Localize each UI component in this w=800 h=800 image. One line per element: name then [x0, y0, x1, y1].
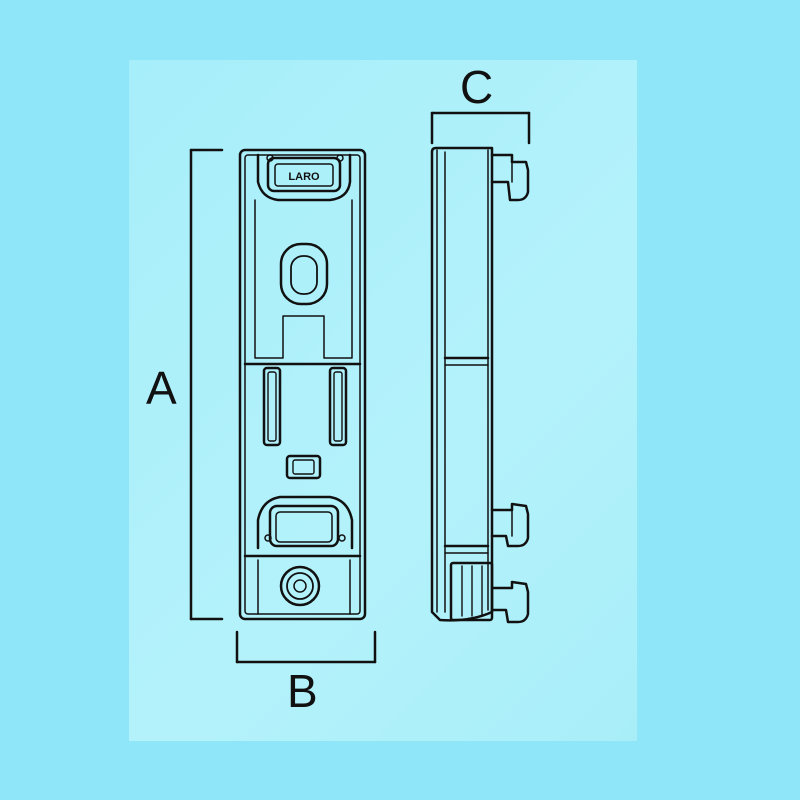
dimension-b-bracket: [235, 630, 377, 664]
dimension-c-bracket: [430, 111, 531, 145]
dimension-a-label: A: [146, 362, 177, 414]
drawing-panel: [129, 60, 637, 741]
logo-text: LARO: [288, 171, 320, 183]
dimension-b-label: B: [287, 665, 318, 717]
side-view: [430, 146, 530, 624]
dimension-c-label: C: [460, 61, 494, 113]
front-view: [238, 148, 367, 621]
dimension-a-bracket: [189, 148, 224, 621]
